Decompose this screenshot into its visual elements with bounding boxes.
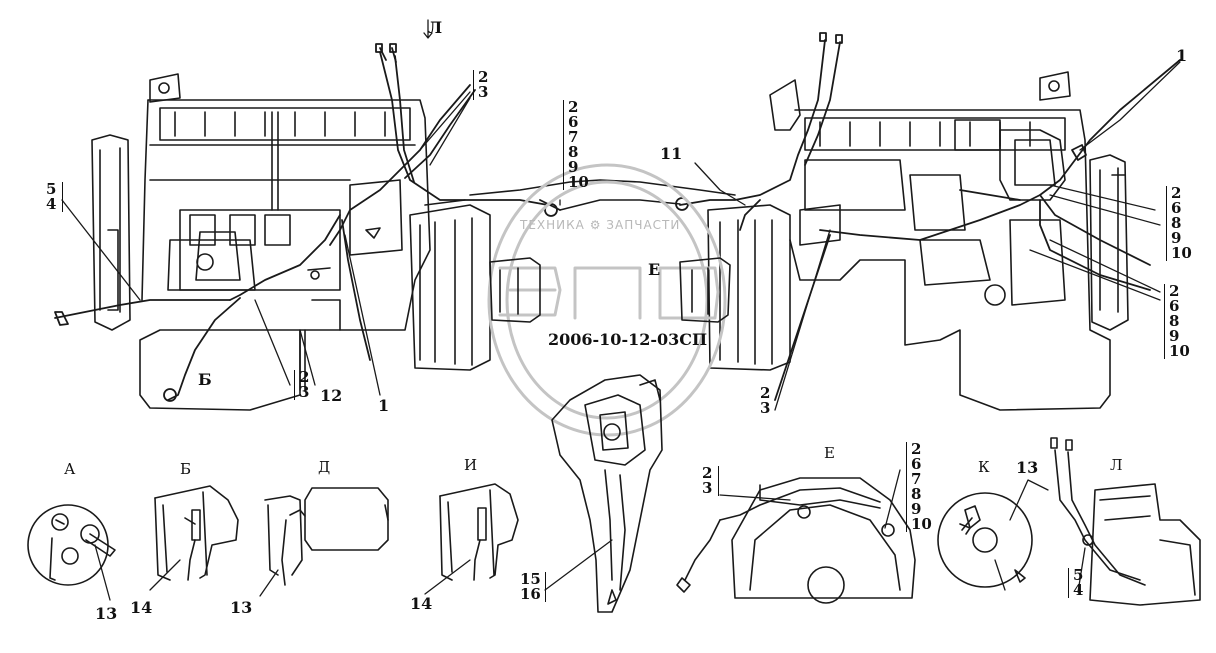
view-letter-a: А	[64, 460, 76, 478]
watermark-left: ТЕХНИКА	[520, 218, 585, 232]
view-letter-e: Е	[824, 444, 835, 462]
view-d-detail	[264, 487, 389, 586]
view-letter-l: Л	[1110, 456, 1123, 474]
callout-13-a: 13	[95, 604, 118, 623]
center-harness	[469, 179, 736, 211]
callout-1-bottom: 1	[378, 396, 390, 415]
callout-12: 12	[320, 386, 343, 405]
left-engine-drawing	[91, 73, 491, 411]
callout-11: 11	[660, 144, 683, 163]
callout-13-d: 13	[230, 598, 253, 617]
view-l-detail	[1050, 437, 1201, 606]
view-letter-l-top: Л	[428, 18, 443, 37]
center-gearboxes	[489, 257, 731, 323]
callout-13-k: 13	[1016, 458, 1039, 477]
leader-lines	[61, 19, 1181, 601]
right-engine-drawing	[707, 71, 1129, 411]
view-i-detail	[439, 483, 519, 581]
view-letter-b: Б	[180, 460, 192, 478]
view-letter-e-center: Е	[648, 260, 661, 279]
watermark-logo	[487, 163, 727, 437]
drawing-code: 2006-10-12-03СП	[548, 330, 708, 349]
bottom-center-detail	[551, 374, 663, 613]
view-a-detail	[27, 504, 116, 586]
gear-icon: ⚙	[589, 218, 602, 232]
view-b-detail	[154, 485, 239, 581]
view-k-detail	[937, 492, 1033, 588]
watermark-right: ЗАПЧАСТИ	[606, 218, 681, 232]
view-letter-k: К	[978, 458, 990, 476]
callout-14-i: 14	[410, 594, 433, 613]
view-letter-d: Д	[318, 458, 331, 476]
view-e-detail	[676, 477, 916, 604]
callout-1-right: 1	[1176, 46, 1188, 65]
view-letter-b-engine: Б	[198, 370, 212, 389]
callout-14-b: 14	[130, 598, 153, 617]
watermark-text: ТЕХНИКА ⚙ ЗАПЧАСТИ	[520, 218, 680, 232]
left-engine-harness	[54, 43, 561, 402]
view-letter-i: И	[464, 456, 478, 474]
right-engine-harness	[675, 32, 1181, 401]
